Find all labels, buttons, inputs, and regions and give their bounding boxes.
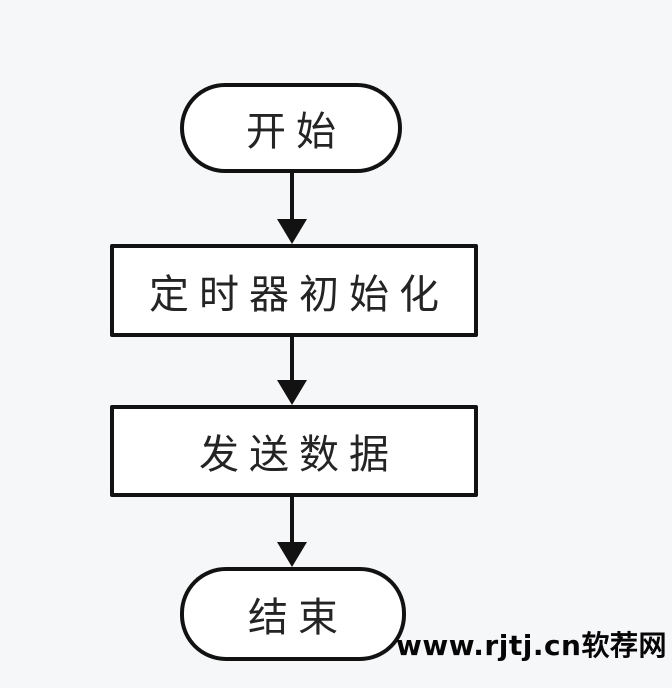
arrow-head (277, 542, 307, 567)
down-arrow-icon (277, 336, 307, 405)
arrow-shaft (290, 172, 294, 219)
down-arrow-icon (277, 172, 307, 244)
node-timer-init-label: 定时器初始化 (149, 271, 449, 318)
arrow-shaft (290, 336, 294, 380)
flowchart-node-send-data: 发送数据 (110, 405, 478, 497)
watermark-text: www.rjtj.cn软荐网 (395, 629, 667, 662)
flowchart-node-timer-init: 定时器初始化 (110, 244, 478, 337)
down-arrow-icon (277, 496, 307, 567)
arrow-shaft (290, 496, 294, 542)
node-end-label: 结束 (248, 595, 348, 641)
node-start-label: 开始 (246, 109, 346, 155)
arrow-head (277, 380, 307, 405)
flowchart-node-end: 结束 (180, 567, 406, 661)
flowchart-node-start: 开始 (180, 83, 402, 173)
node-send-data-label: 发送数据 (199, 432, 399, 478)
arrow-head (277, 219, 307, 244)
